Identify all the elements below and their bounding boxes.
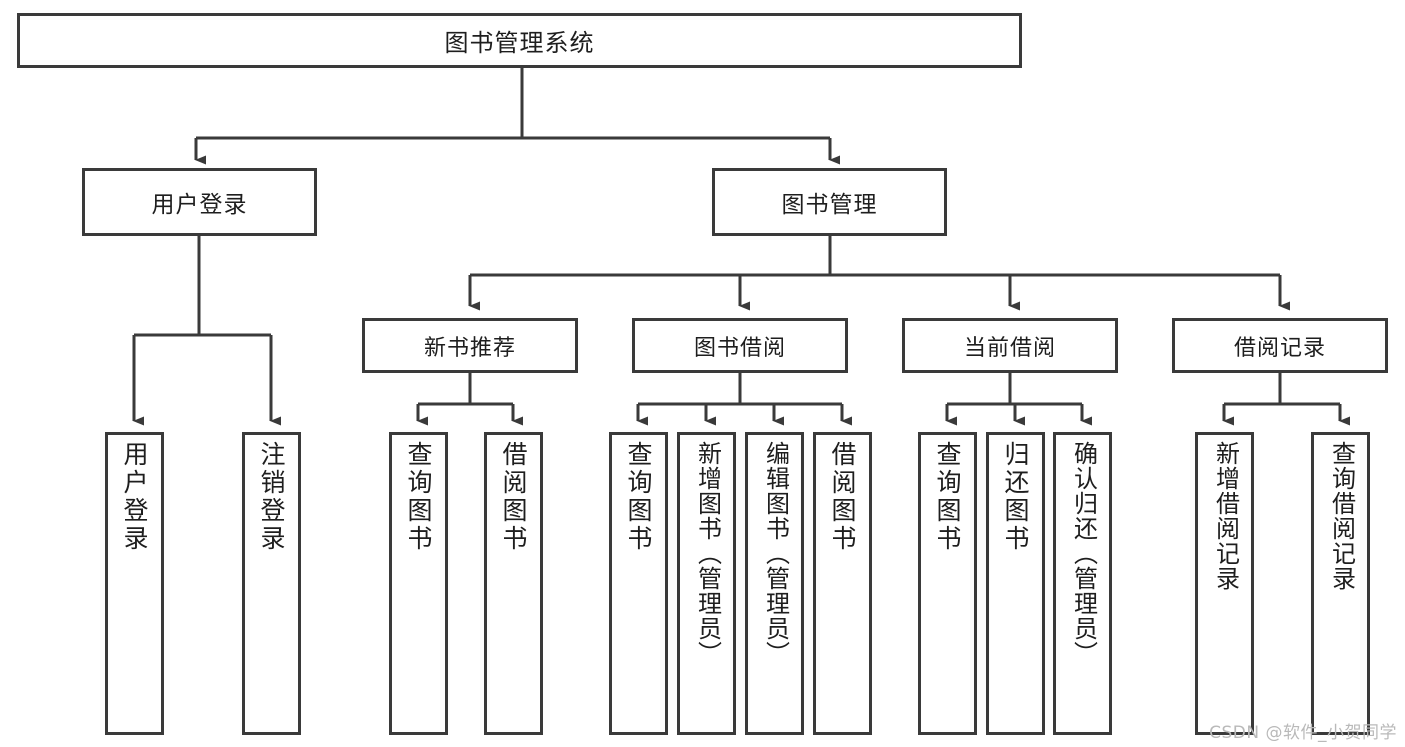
node-label: 确认归还（管理员） xyxy=(1069,441,1098,666)
node-label: 图书借阅 xyxy=(693,335,786,361)
node-label: 当前借阅 xyxy=(963,335,1056,361)
leaf-return-book[interactable]: 归还图书 xyxy=(986,432,1045,735)
node-label: 图书管理 xyxy=(781,192,878,218)
node-book-borrow[interactable]: 图书借阅 xyxy=(632,318,848,373)
leaf-query-borrow-record[interactable]: 查询借阅记录 xyxy=(1311,432,1370,735)
leaf-confirm-return-admin[interactable]: 确认归还（管理员） xyxy=(1053,432,1112,735)
node-label: 新增图书（管理员） xyxy=(693,441,722,666)
node-label: 查询借阅记录 xyxy=(1327,441,1356,591)
node-current-borrow[interactable]: 当前借阅 xyxy=(902,318,1118,373)
node-label: 查询图书 xyxy=(933,441,962,553)
leaf-logout[interactable]: 注销登录 xyxy=(242,432,301,735)
node-label: 借阅图书 xyxy=(499,441,528,553)
node-label: 借阅图书 xyxy=(828,441,857,553)
node-label: 注销登录 xyxy=(257,441,286,553)
node-book-management[interactable]: 图书管理 xyxy=(712,168,947,236)
leaf-edit-book-admin[interactable]: 编辑图书（管理员） xyxy=(745,432,804,735)
node-borrow-record[interactable]: 借阅记录 xyxy=(1172,318,1388,373)
node-label: 用户登录 xyxy=(120,441,149,553)
node-label: 用户登录 xyxy=(151,192,248,218)
node-label: 新增借阅记录 xyxy=(1211,441,1240,591)
node-new-book-recommend[interactable]: 新书推荐 xyxy=(362,318,578,373)
node-label: 编辑图书（管理员） xyxy=(761,441,790,666)
node-label: 查询图书 xyxy=(624,441,653,553)
leaf-add-borrow-record[interactable]: 新增借阅记录 xyxy=(1195,432,1254,735)
node-label: 归还图书 xyxy=(1001,441,1030,553)
leaf-user-login[interactable]: 用户登录 xyxy=(105,432,164,735)
leaf-borrow-book-recommend[interactable]: 借阅图书 xyxy=(484,432,543,735)
node-label: 借阅记录 xyxy=(1233,335,1326,361)
leaf-query-book-recommend[interactable]: 查询图书 xyxy=(389,432,448,735)
leaf-borrow-book[interactable]: 借阅图书 xyxy=(813,432,872,735)
node-root-system[interactable]: 图书管理系统 xyxy=(17,13,1022,68)
node-label: 查询图书 xyxy=(404,441,433,553)
leaf-add-book-admin[interactable]: 新增图书（管理员） xyxy=(677,432,736,735)
node-label: 新书推荐 xyxy=(423,335,516,361)
node-label: 图书管理系统 xyxy=(444,29,595,57)
node-user-login[interactable]: 用户登录 xyxy=(82,168,317,236)
leaf-query-book-current[interactable]: 查询图书 xyxy=(918,432,977,735)
leaf-query-book-borrow[interactable]: 查询图书 xyxy=(609,432,668,735)
